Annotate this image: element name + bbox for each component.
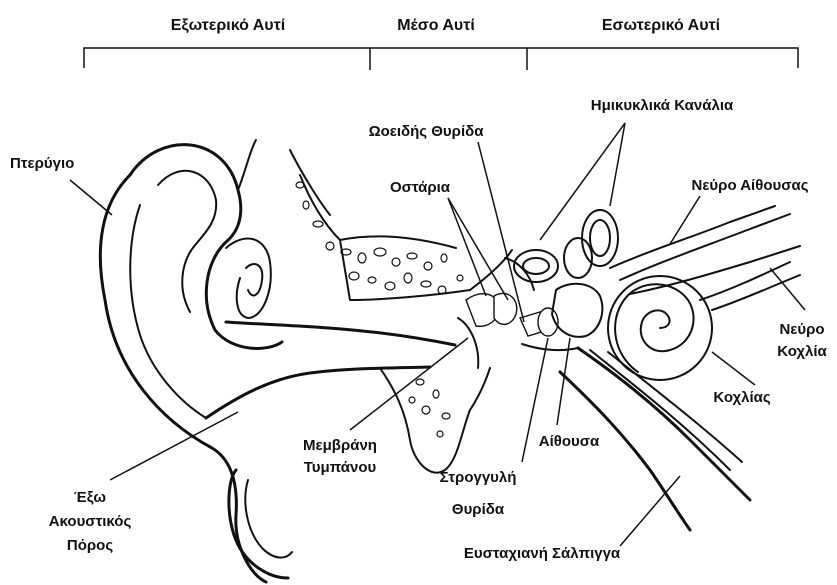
vestibule [552, 284, 602, 337]
label-round-window-2: Θυρίδα [452, 501, 505, 518]
bone-texture [296, 182, 463, 437]
label-oval-window: Ωοειδής Θυρίδα [369, 123, 485, 140]
label-vestibule: Αίθουσα [539, 433, 600, 450]
label-round-window-1: Στρογγυλή [440, 469, 517, 486]
section-inner-ear: Εσωτερικό Αυτί [602, 17, 720, 34]
label-ear-canal-1: Έξω [74, 489, 106, 506]
ear-canal [226, 322, 455, 345]
pinna-outline [130, 145, 282, 349]
label-eustachian-tube: Ευσταχιανή Σάλπιγγα [464, 545, 621, 562]
label-pinna: Πτερύγιο [10, 155, 74, 172]
ear-illustration [100, 140, 800, 582]
label-cochlear-nerve-2: Κοχλία [777, 343, 827, 360]
cochlear-nerve [700, 262, 790, 300]
label-ossicles: Οστάρια [390, 179, 451, 196]
label-cochlea: Κοχλίας [713, 389, 770, 406]
label-eardrum-2: Τυμπάνου [304, 459, 377, 476]
label-ear-canal-3: Πόρος [67, 537, 113, 554]
section-outer-ear: Εξωτερικό Αυτί [171, 17, 285, 34]
section-middle-ear: Μέσο Αυτί [397, 17, 475, 34]
semicircular-canal-2 [582, 210, 618, 266]
label-eardrum-1: Μεμβράνη [303, 437, 377, 454]
section-brackets [84, 48, 798, 70]
label-semicircular-canals: Ημικυκλικά Κανάλια [591, 97, 734, 114]
label-cochlear-nerve-1: Νεύρο [779, 321, 824, 338]
eustachian-tube [578, 348, 750, 500]
ossicle-incus [494, 293, 517, 324]
vestibular-nerve [620, 214, 790, 280]
label-ear-canal-2: Ακουστικός [49, 513, 132, 530]
label-vestibular-nerve: Νεύρο Αίθουσας [691, 177, 808, 194]
